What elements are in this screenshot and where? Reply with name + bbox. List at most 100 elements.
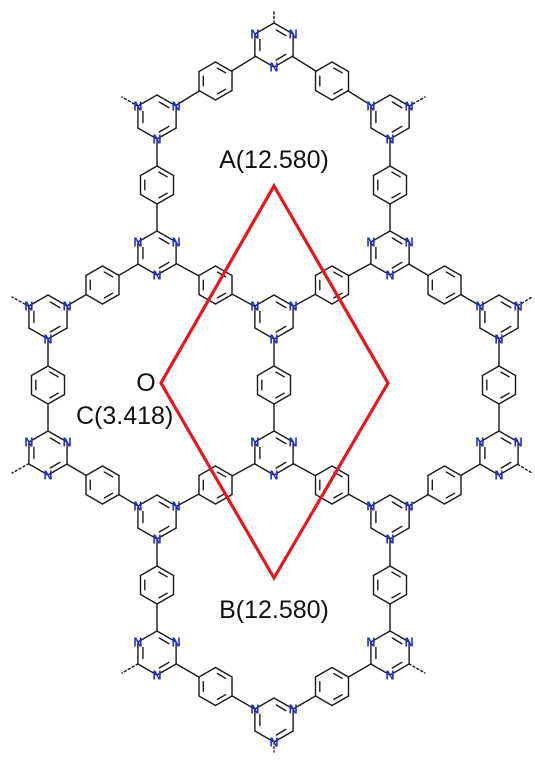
bond [498,294,519,307]
bond [389,263,410,276]
bond [28,294,49,307]
bond [500,371,510,378]
bond [256,393,275,405]
nitrogen-atom: N [172,636,181,650]
bond [389,494,410,507]
bond [101,265,120,277]
extension-bond [408,663,426,674]
bond [214,89,233,101]
bond [372,565,391,577]
bond [118,493,139,507]
bond [445,292,456,299]
bond [256,365,275,377]
bond [47,393,66,405]
bond [460,463,481,477]
bond [156,663,177,676]
nitrogen-atom: N [43,469,52,483]
bond [370,663,391,676]
bond [158,101,170,109]
bond [198,265,217,277]
bond [175,663,200,678]
bond [137,230,158,243]
bond [500,325,512,333]
bond [103,492,114,499]
bond [198,465,217,477]
bond [174,90,201,107]
bond [49,301,61,309]
nitrogen-atom: N [385,533,394,547]
bond [156,565,175,577]
nitrogen-atom: N [24,436,33,450]
bond [30,393,49,405]
nitrogen-atom: N [494,333,503,347]
nitrogen-atom: N [289,300,298,314]
bond [275,461,287,469]
bond [443,293,462,305]
bond [275,301,287,309]
nitrogen-atom: N [152,133,161,147]
bond [500,461,512,469]
extension-bond [517,463,533,474]
bond [391,237,403,245]
bond [445,471,456,478]
bond [158,261,170,269]
bond [103,271,114,278]
bond [389,527,410,540]
bond [101,465,120,477]
nitrogen-atom: N [63,436,72,450]
bond [47,294,68,307]
nitrogen-atom: N [250,300,259,314]
axis-a-label: A(12.580) [219,146,329,174]
bond [427,465,446,477]
nitrogen-atom: N [269,469,278,483]
bond [347,663,372,678]
bond [214,695,233,707]
bond [389,593,408,605]
bond [273,430,294,443]
bond [391,501,403,509]
bond [198,89,217,101]
bond [292,695,317,710]
bond [216,672,227,679]
bond [479,294,500,307]
bond [101,293,120,305]
bond [347,90,372,107]
bond [391,637,403,645]
nitrogen-atom: N [133,236,142,250]
nitrogen-atom: N [289,703,298,717]
unit-cell-outline [159,182,390,582]
bond [47,430,68,443]
bond [28,430,49,443]
bond [331,666,350,678]
bond [137,494,158,507]
nitrogen-atom: N [405,500,414,514]
bond [139,565,158,577]
bond [443,265,462,277]
bond [479,463,500,476]
nitrogen-atom: N [269,736,278,750]
bond [137,663,158,676]
bond [198,61,217,73]
bond [230,55,257,72]
bond [314,493,333,505]
bond [314,61,333,73]
extension-bond [121,96,139,107]
nitrogen-atom: N [152,669,161,683]
bond [49,371,59,378]
bond [156,230,177,243]
bond [333,694,343,701]
bond [254,327,275,340]
bond [49,437,61,445]
bond [139,165,158,177]
nitrogen-atom: N [405,236,414,250]
nitrogen-atom: N [514,436,523,450]
nitrogen-atom: N [405,636,414,650]
bond [156,593,175,605]
bond [445,492,456,499]
bond [158,637,170,645]
bond [273,55,294,68]
bond [66,463,87,477]
bond [479,327,500,340]
